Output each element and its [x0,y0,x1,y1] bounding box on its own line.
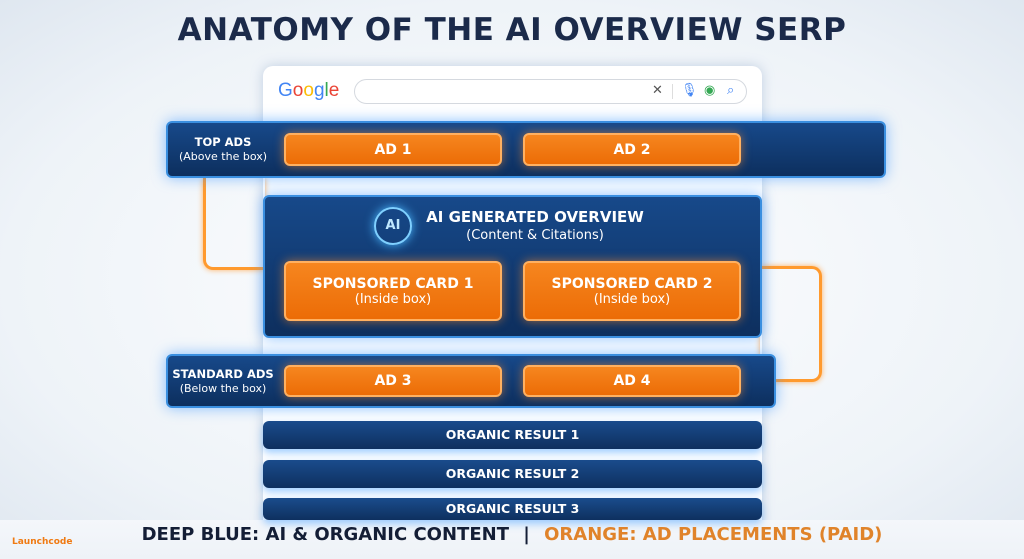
top-ads-label: TOP ADS(Above the box) [178,135,268,163]
footer-band [0,520,1024,559]
connector-line [760,266,822,382]
ai-overview-heading: AI GENERATED OVERVIEW (Content & Citatio… [420,208,650,243]
search-input[interactable] [354,79,747,104]
standard-ads-label: STANDARD ADS(Below the box) [172,367,274,395]
organic-result-3: ORGANIC RESULT 3 [263,498,762,520]
ai-overview-title: AI GENERATED OVERVIEW [426,208,644,226]
lens-icon[interactable]: ◉ [704,83,716,98]
sponsored-card-1: SPONSORED CARD 1(Inside box) [284,261,502,321]
divider [672,84,673,99]
google-logo: Google [278,80,340,101]
card-title: SPONSORED CARD 1 [312,275,474,292]
sponsored-card-2: SPONSORED CARD 2(Inside box) [523,261,741,321]
organic-result-2: ORGANIC RESULT 2 [263,460,762,488]
search-icon[interactable]: ⌕ [727,83,735,98]
ad-3: AD 3 [284,365,502,397]
close-icon[interactable]: ✕ [652,83,663,98]
connector-line [203,178,265,270]
legend-blue: DEEP BLUE: AI & ORGANIC CONTENT [141,524,509,545]
ad-4: AD 4 [523,365,741,397]
color-legend: DEEP BLUE: AI & ORGANIC CONTENT | ORANGE… [0,524,1024,545]
legend-separator: | [523,524,530,545]
ad-1: AD 1 [284,133,502,166]
ai-brain-icon: AI [374,207,412,245]
legend-orange: ORANGE: AD PLACEMENTS (PAID) [544,524,883,545]
card-sub: (Inside box) [593,291,671,307]
watermark: Launchcode [12,537,73,547]
card-sub: (Inside box) [354,291,432,307]
ad-2: AD 2 [523,133,741,166]
card-title: SPONSORED CARD 2 [551,275,713,292]
page-title: ANATOMY OF THE AI OVERVIEW SERP [177,12,847,48]
ai-overview-subtitle: (Content & Citations) [466,228,604,243]
mic-icon[interactable]: 🎙 [681,83,698,98]
organic-result-1: ORGANIC RESULT 1 [263,421,762,449]
